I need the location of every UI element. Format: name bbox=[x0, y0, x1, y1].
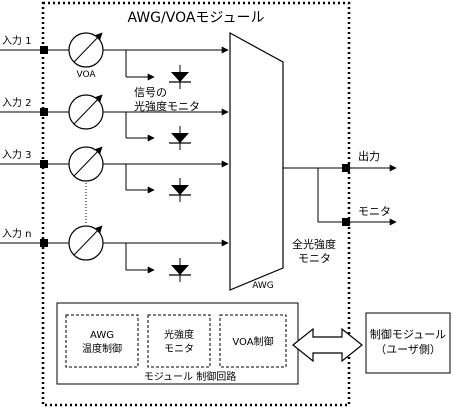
monitor-label: モニタ bbox=[358, 205, 391, 218]
photodiode-icon bbox=[169, 126, 191, 150]
channel-2: 入力 2 bbox=[0, 94, 229, 150]
signal-monitor-label-1: 信号の bbox=[134, 86, 167, 99]
channel-n: 入力 n bbox=[0, 225, 229, 282]
input-label: 入力 n bbox=[2, 227, 32, 240]
voa-control-label: VOA制御 bbox=[232, 335, 273, 348]
output-label: 出力 bbox=[358, 149, 380, 163]
photodiode-icon bbox=[169, 258, 191, 282]
control-module-label-1: 制御モジュール bbox=[370, 327, 446, 341]
voa-control-block bbox=[219, 314, 287, 368]
photodiode-icon bbox=[169, 65, 191, 89]
awg-label: AWG bbox=[252, 281, 274, 291]
awg-output bbox=[283, 164, 397, 226]
input-port bbox=[40, 160, 48, 168]
channel-1: 入力 1 bbox=[0, 32, 229, 89]
photodiode-icon bbox=[169, 178, 191, 202]
power-monitor-label-2: モニタ bbox=[164, 343, 194, 355]
input-label: 入力 1 bbox=[2, 34, 32, 47]
input-port bbox=[40, 46, 48, 54]
input-label: 入力 3 bbox=[2, 148, 32, 161]
module-boundary bbox=[41, 1, 351, 407]
awg-temp-control-label-1: AWG bbox=[90, 330, 114, 341]
total-monitor-label-2: モニタ bbox=[298, 252, 331, 265]
signal-monitor-label-2: 光強度モニタ bbox=[134, 99, 200, 113]
awg-temp-control-label-2: 温度制御 bbox=[82, 342, 122, 355]
control-module-box bbox=[365, 312, 451, 374]
power-monitor-block bbox=[147, 314, 211, 368]
control-module-label-2: （ユーザ側） bbox=[375, 343, 441, 356]
monitor-port bbox=[342, 218, 350, 226]
module-title: AWG/VOAモジュール bbox=[128, 10, 265, 26]
input-port bbox=[40, 239, 48, 247]
control-circuit-label: モジュール 制御回路 bbox=[144, 370, 236, 383]
output-port bbox=[342, 164, 350, 172]
input-label: 入力 2 bbox=[2, 96, 32, 109]
total-monitor-label-1: 全光強度 bbox=[292, 237, 336, 251]
awg-temp-control-block bbox=[65, 314, 139, 368]
voa-label: VOA bbox=[76, 70, 96, 80]
bidirectional-arrow-icon bbox=[292, 327, 363, 363]
channel-3: 入力 3 bbox=[0, 146, 229, 202]
input-port bbox=[40, 108, 48, 116]
power-monitor-label-1: 光強度 bbox=[164, 328, 194, 341]
awg-block bbox=[229, 31, 284, 291]
